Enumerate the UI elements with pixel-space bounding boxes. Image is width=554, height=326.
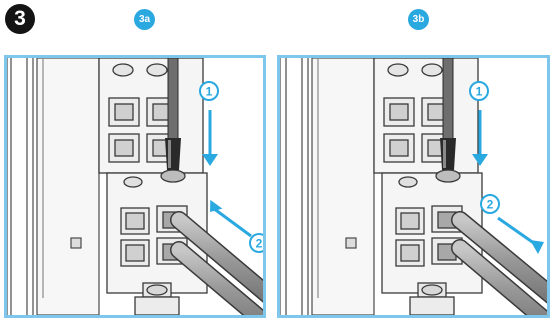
- panel-3a-illustration: 1 2: [4, 55, 266, 318]
- svg-text:2: 2: [487, 198, 494, 212]
- din-rail-housing: [280, 58, 374, 315]
- svg-text:1: 1: [476, 85, 483, 99]
- substep-3b-badge: 3b: [408, 9, 429, 30]
- step-number: 3: [14, 7, 26, 31]
- upper-terminal: [99, 58, 203, 173]
- callout-2: 2: [250, 234, 263, 252]
- svg-text:2: 2: [256, 237, 263, 251]
- insert-arrow-2: [204, 200, 251, 236]
- din-rail-housing: [7, 58, 99, 315]
- callout-1: 1: [470, 82, 488, 100]
- substep-3a-badge: 3a: [134, 9, 155, 30]
- terminal-block-drawing-3b: 1 2: [280, 58, 547, 315]
- push-arrow-1: [202, 110, 218, 166]
- svg-text:1: 1: [206, 85, 213, 99]
- wire-icon: [460, 220, 547, 315]
- panel-3b-illustration: 1 2: [277, 55, 550, 318]
- upper-terminal: [374, 58, 478, 173]
- callout-2: 2: [481, 195, 499, 213]
- step-number-badge: 3: [5, 4, 35, 34]
- callout-1: 1: [200, 82, 218, 100]
- terminal-block-drawing-3a: 1 2: [7, 58, 263, 315]
